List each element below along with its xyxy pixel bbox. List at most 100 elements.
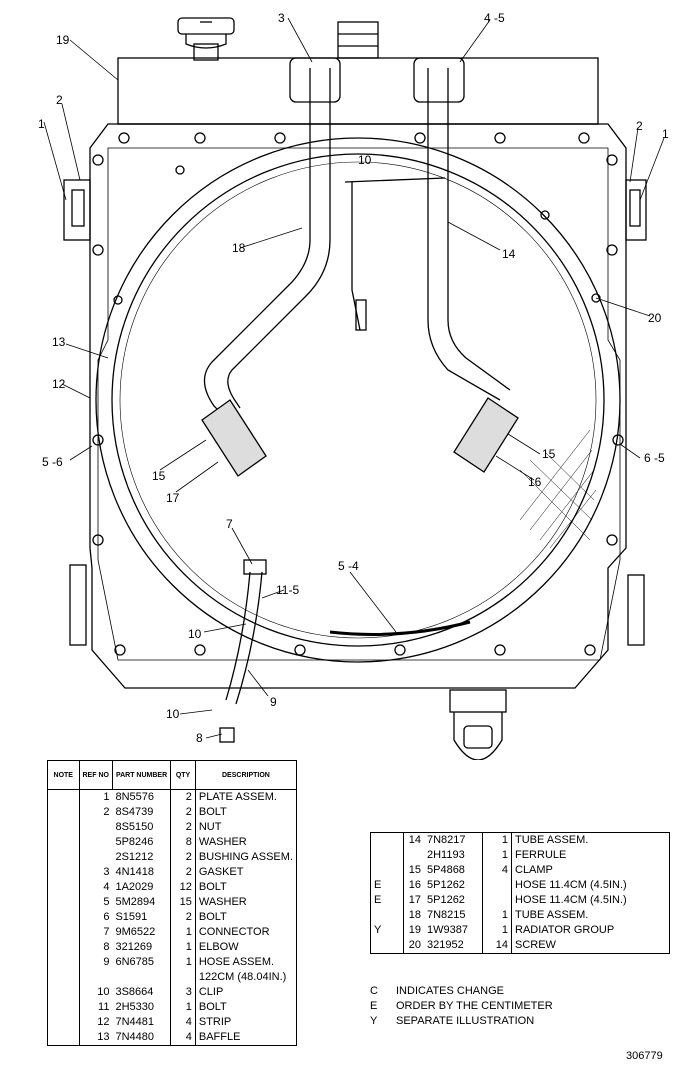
cell-ref: 18 [408,909,421,921]
cell-note: Y [370,923,404,938]
cell-desc: PLATE ASSEM. [198,791,277,803]
cell-desc: HOSE ASSEM. [198,956,275,968]
cell-ref: 14 [408,834,421,846]
cell-qty: 1 [170,1000,196,1015]
overflow-line [344,177,446,331]
cell-qty: 3 [170,985,196,1000]
callout-15-left: 15 [152,469,166,483]
cell-part: 8N5576 [112,789,172,805]
cell-ref: 8 [103,941,110,953]
cell-note [370,832,404,848]
cell-ref: 2 [103,806,110,818]
cell-part: 8S4739 [112,805,172,820]
cell-ref: 19 [408,924,421,936]
callout-13: 13 [52,335,66,349]
cell-note [47,895,80,910]
cell-ref [404,848,425,863]
cell-note [47,985,80,1000]
cell-note [47,1015,80,1030]
cell-qty [482,893,512,908]
table-row: 122CM (48.04IN.) [47,970,297,985]
callout-15-right: 15 [542,447,556,461]
cell-ref: 5 [103,896,110,908]
cell-part: 3S8664 [112,985,172,1000]
cell-desc: HOSE 11.4CM (4.5IN.) [515,879,627,891]
cell-note [47,835,80,850]
cell-ref [79,820,112,835]
callout-20: 20 [648,311,662,325]
cell-qty: 15 [170,895,196,910]
cell-part: 2S1212 [112,850,172,865]
cell-desc: WASHER [198,836,247,848]
callout-9: 9 [270,695,277,709]
callout-19: 19 [56,33,70,47]
cell-note [370,908,404,923]
cell-desc: WASHER [198,896,247,908]
cell-ref: 4 [103,881,110,893]
callout-7: 7 [226,517,233,531]
header-part-number: PART NUMBER [111,760,172,790]
cell-qty: 1 [482,908,512,923]
tube-18 [203,57,341,417]
cell-note [47,865,80,880]
callout-10-bottom: 10 [166,707,180,721]
hose-16 [453,397,519,473]
cell-part: 7N8217 [424,832,483,848]
cell-desc: NUT [198,821,222,833]
callout-5-6: 5 -6 [42,455,63,469]
callout-1-right: 1 [662,127,669,141]
cell-desc: CLAMP [515,864,553,876]
cell-qty: 1 [482,923,512,938]
callout-14: 14 [502,247,516,261]
callout-6-5: 6 -5 [644,451,665,465]
cell-part: 1A2029 [112,880,172,895]
cell-note [47,880,80,895]
cell-qty: 4 [170,1030,196,1046]
table-header-row: NOTE REF NO PART NUMBER QTY DESCRIPTION [47,760,298,790]
cell-part: 9M6522 [112,925,172,940]
cell-note [47,970,80,985]
cell-desc: BOLT [198,911,227,923]
cell-ref: 12 [97,1016,110,1028]
top-fitting [337,21,379,59]
cell-ref [79,970,112,985]
parts-list-table: NOTE REF NO PART NUMBER QTY DESCRIPTION … [47,760,298,1046]
cell-ref [79,850,112,865]
callout-1-left: 1 [38,117,45,131]
cell-qty: 2 [170,850,196,865]
cell-part: 8S5150 [112,820,172,835]
cell-part: 7N8215 [424,908,483,923]
cell-note [47,955,80,970]
callout-2-left: 2 [56,93,63,107]
cell-note [370,938,404,954]
cell-desc: TUBE ASSEM. [515,909,589,921]
cell-note [47,789,80,805]
cell-qty: 2 [170,789,196,805]
cell-qty: 1 [170,940,196,955]
cell-ref: 9 [103,956,110,968]
cell-part: 6N6785 [112,955,172,970]
cell-note [370,848,404,863]
cell-desc: 122CM (48.04IN.) [198,971,287,983]
strip [329,620,471,636]
header-note: NOTE [47,760,80,790]
callout-3: 3 [278,11,285,25]
cell-desc: TUBE ASSEM. [515,834,589,846]
cell-note [47,850,80,865]
cell-qty: 14 [482,938,512,954]
callout-4-5: 4 -5 [484,11,505,25]
